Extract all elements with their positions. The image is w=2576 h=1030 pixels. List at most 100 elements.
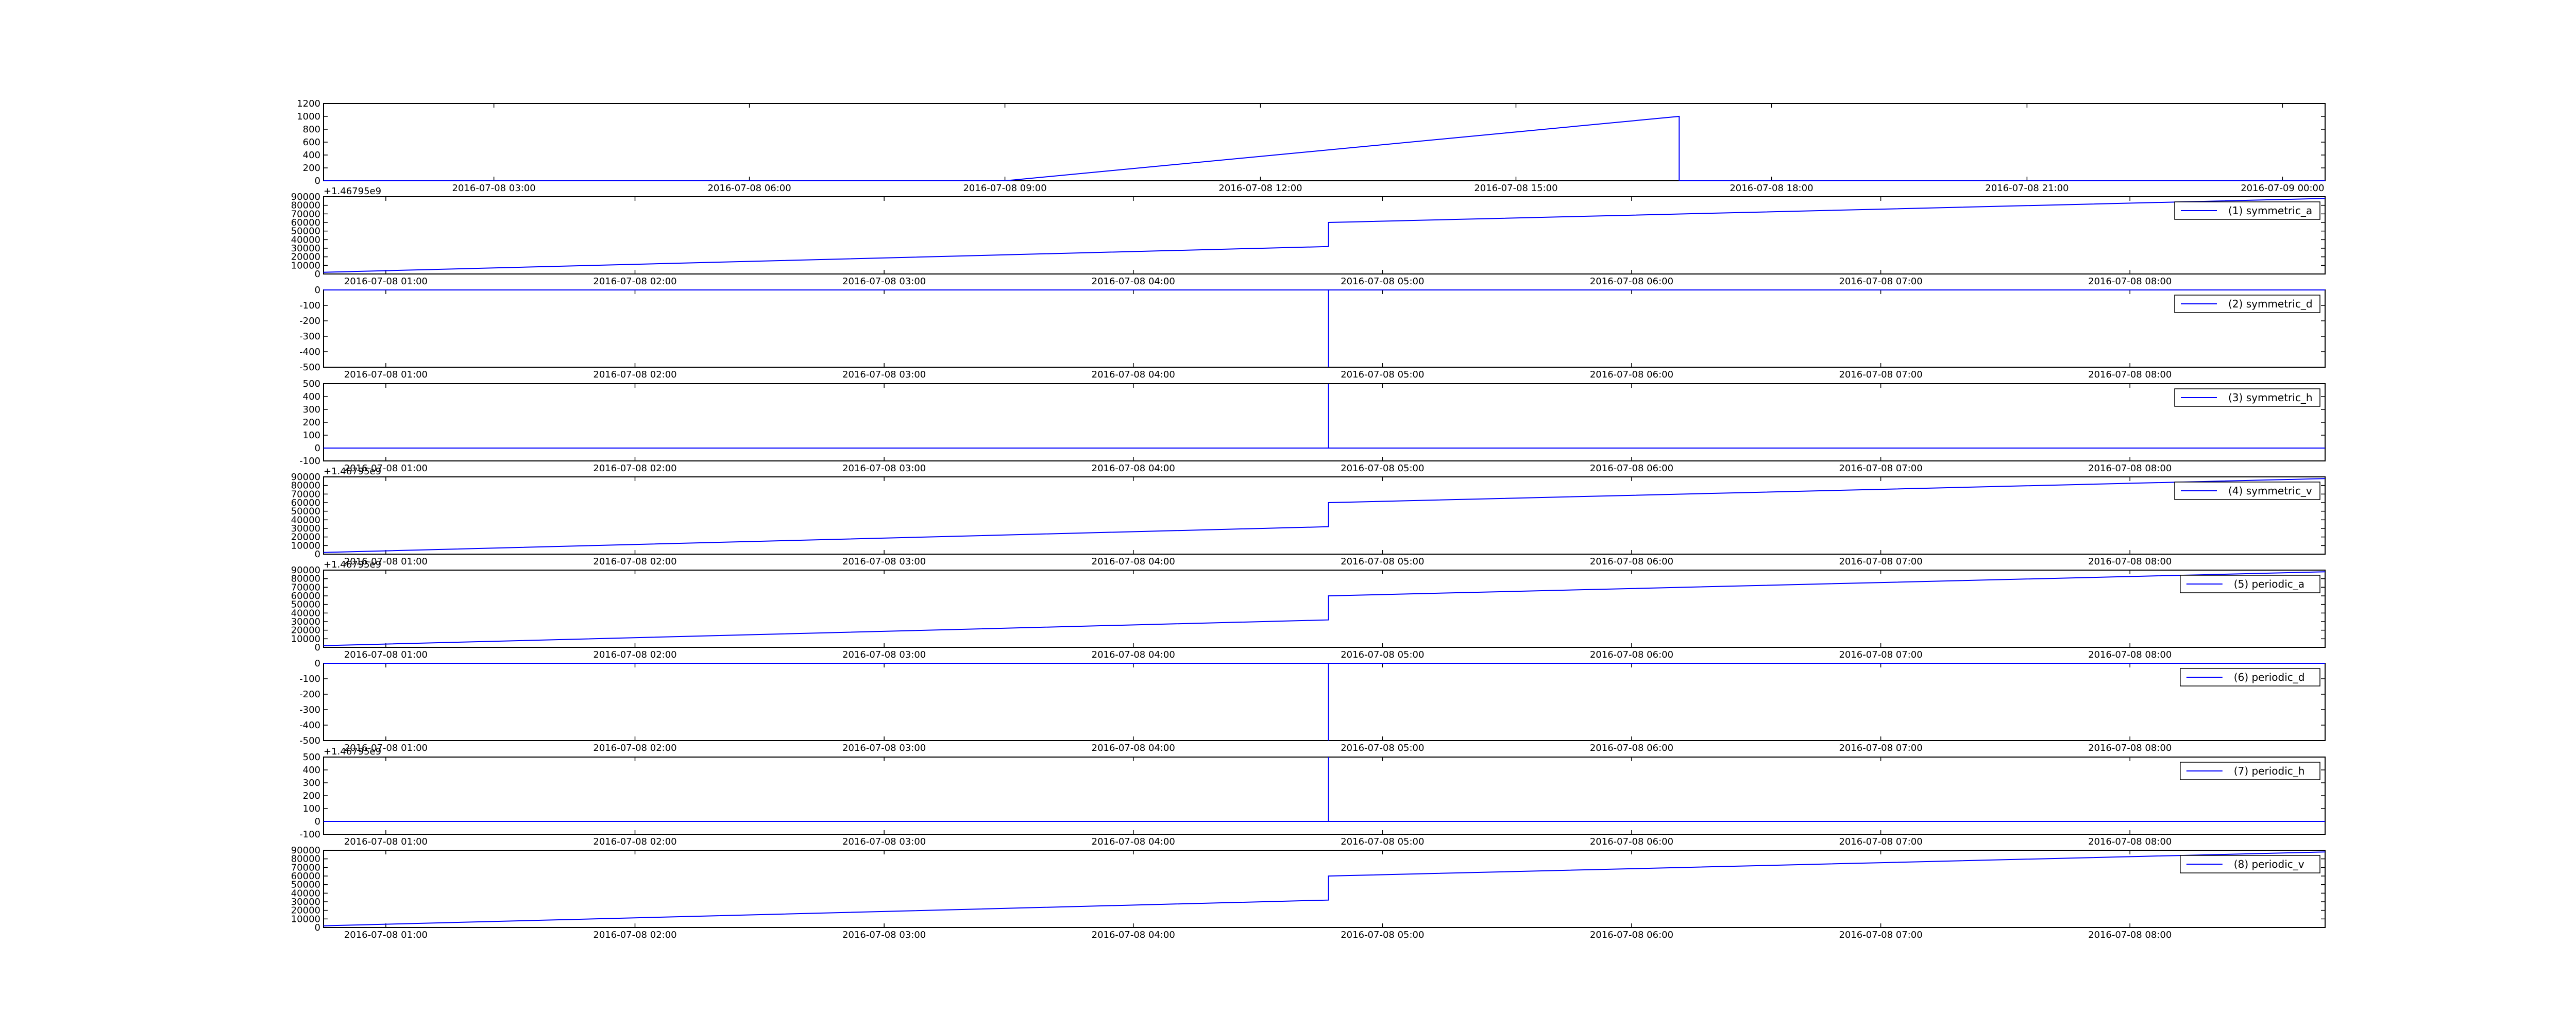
y-tick-label: 40000 [291, 514, 320, 525]
x-tick-label: 2016-07-08 03:00 [842, 930, 926, 940]
y-tick-label: 50000 [291, 506, 320, 517]
legend-label: (6) periodic_d [2234, 671, 2305, 683]
x-tick-label: 2016-07-08 04:00 [1092, 276, 1175, 287]
y-tick-label: 0 [315, 549, 320, 560]
legend-label: (3) symmetric_h [2228, 391, 2313, 404]
x-tick-label: 2016-07-08 07:00 [1839, 649, 1922, 660]
axis-offset-label: +1.46795e9 [324, 466, 381, 477]
y-tick-label: -400 [299, 720, 320, 731]
series-line-7-1 [324, 663, 2325, 741]
x-tick-label: 2016-07-08 06:00 [1590, 649, 1673, 660]
x-tick-label: 2016-07-08 05:00 [1341, 930, 1424, 940]
series-line-4-1 [324, 384, 2325, 449]
x-tick-label: 2016-07-08 03:00 [842, 463, 926, 474]
x-tick-label: 2016-07-08 01:00 [344, 930, 428, 940]
x-tick-label: 2016-07-08 05:00 [1341, 463, 1424, 474]
x-tick-label: 2016-07-08 05:00 [1341, 649, 1424, 660]
y-tick-label: 40000 [291, 234, 320, 245]
chart-panel-6: 0100002000030000400005000060000700008000… [291, 559, 2326, 660]
axes-frame [323, 757, 2326, 835]
chart-panel-5: 0100002000030000400005000060000700008000… [291, 466, 2326, 567]
axes-frame [323, 289, 2326, 368]
x-tick-label: 2016-07-08 01:00 [344, 369, 428, 380]
y-tick-label: 100 [303, 430, 320, 441]
y-tick-label: 70000 [291, 209, 320, 219]
x-tick-label: 2016-07-08 02:00 [593, 276, 676, 287]
legend: (4) symmetric_v [2174, 482, 2320, 500]
y-tick-label: -100 [299, 300, 320, 311]
x-tick-label: 2016-07-08 03:00 [842, 276, 926, 287]
series-line-6-1 [323, 571, 2326, 646]
legend: (7) periodic_h [2180, 762, 2320, 780]
y-tick-label: 30000 [291, 897, 320, 907]
series-line-2-1 [323, 198, 2326, 273]
x-tick-label: 2016-07-08 06:00 [1590, 743, 1673, 753]
x-tick-label: 2016-07-08 01:00 [344, 556, 428, 567]
x-tick-label: 2016-07-08 04:00 [1092, 369, 1175, 380]
y-tick-label: -100 [299, 456, 320, 467]
x-tick-label: 2016-07-08 02:00 [593, 463, 676, 474]
y-tick-label: -300 [299, 331, 320, 342]
x-tick-label: 2016-07-08 06:00 [1590, 930, 1673, 940]
x-tick-label: 2016-07-08 18:00 [1730, 183, 1813, 194]
y-tick-label: 40000 [291, 888, 320, 899]
x-tick-label: 2016-07-08 09:00 [963, 183, 1046, 194]
axes-frame [323, 196, 2326, 274]
x-tick-label: 2016-07-08 06:00 [1590, 463, 1673, 474]
y-tick-label: 30000 [291, 616, 320, 627]
y-tick-label: 0 [315, 285, 320, 296]
y-tick-label: 50000 [291, 226, 320, 237]
x-tick-label: 2016-07-08 02:00 [593, 836, 676, 847]
x-tick-label: 2016-07-08 04:00 [1092, 463, 1175, 474]
x-tick-label: 2016-07-08 01:00 [344, 649, 428, 660]
x-tick-label: 2016-07-08 05:00 [1341, 276, 1424, 287]
x-tick-label: 2016-07-08 07:00 [1839, 276, 1922, 287]
y-tick-label: -200 [299, 689, 320, 700]
y-tick-label: 50000 [291, 599, 320, 610]
x-tick-label: 2016-07-08 01:00 [344, 836, 428, 847]
y-tick-label: 400 [303, 391, 320, 402]
y-tick-label: -100 [299, 829, 320, 840]
x-tick-label: 2016-07-08 08:00 [2088, 556, 2172, 567]
y-tick-label: 70000 [291, 582, 320, 593]
x-tick-label: 2016-07-08 02:00 [593, 556, 676, 567]
y-tick-label: 400 [303, 765, 320, 776]
legend: (6) periodic_d [2180, 668, 2320, 686]
x-tick-label: 2016-07-08 01:00 [344, 463, 428, 474]
y-tick-label: 400 [303, 150, 320, 161]
y-tick-label: 70000 [291, 489, 320, 500]
legend: (1) symmetric_a [2174, 201, 2320, 220]
y-tick-label: 0 [315, 269, 320, 280]
x-tick-label: 2016-07-08 04:00 [1092, 556, 1175, 567]
y-tick-label: 0 [315, 443, 320, 454]
y-tick-label: -200 [299, 316, 320, 327]
y-tick-label: 40000 [291, 608, 320, 619]
y-tick-label: 0 [315, 176, 320, 186]
x-tick-label: 2016-07-08 06:00 [1590, 556, 1673, 567]
axis-offset-label: +1.46795e9 [324, 186, 381, 197]
legend-label: (1) symmetric_a [2228, 204, 2312, 217]
x-tick-label: 2016-07-08 08:00 [2088, 276, 2172, 287]
y-tick-label: 0 [315, 922, 320, 933]
x-tick-label: 2016-07-08 06:00 [1590, 836, 1673, 847]
x-tick-label: 2016-07-08 12:00 [1218, 183, 1302, 194]
y-tick-label: 500 [303, 379, 320, 389]
y-tick-label: 90000 [291, 472, 320, 483]
axes-frame [323, 850, 2326, 928]
x-tick-label: 2016-07-08 03:00 [452, 183, 536, 194]
y-tick-label: 80000 [291, 480, 320, 491]
axis-offset-label: +1.46795e9 [324, 746, 381, 757]
y-tick-label: 70000 [291, 862, 320, 873]
x-tick-label: 2016-07-08 04:00 [1092, 649, 1175, 660]
y-tick-label: 30000 [291, 243, 320, 254]
x-tick-label: 2016-07-08 01:00 [344, 743, 428, 753]
y-tick-label: 1000 [297, 111, 320, 122]
x-tick-label: 2016-07-08 08:00 [2088, 930, 2172, 940]
x-tick-label: 2016-07-08 03:00 [842, 649, 926, 660]
legend-box [2174, 201, 2320, 220]
axes-frame [323, 570, 2326, 648]
x-tick-label: 2016-07-08 03:00 [842, 836, 926, 847]
